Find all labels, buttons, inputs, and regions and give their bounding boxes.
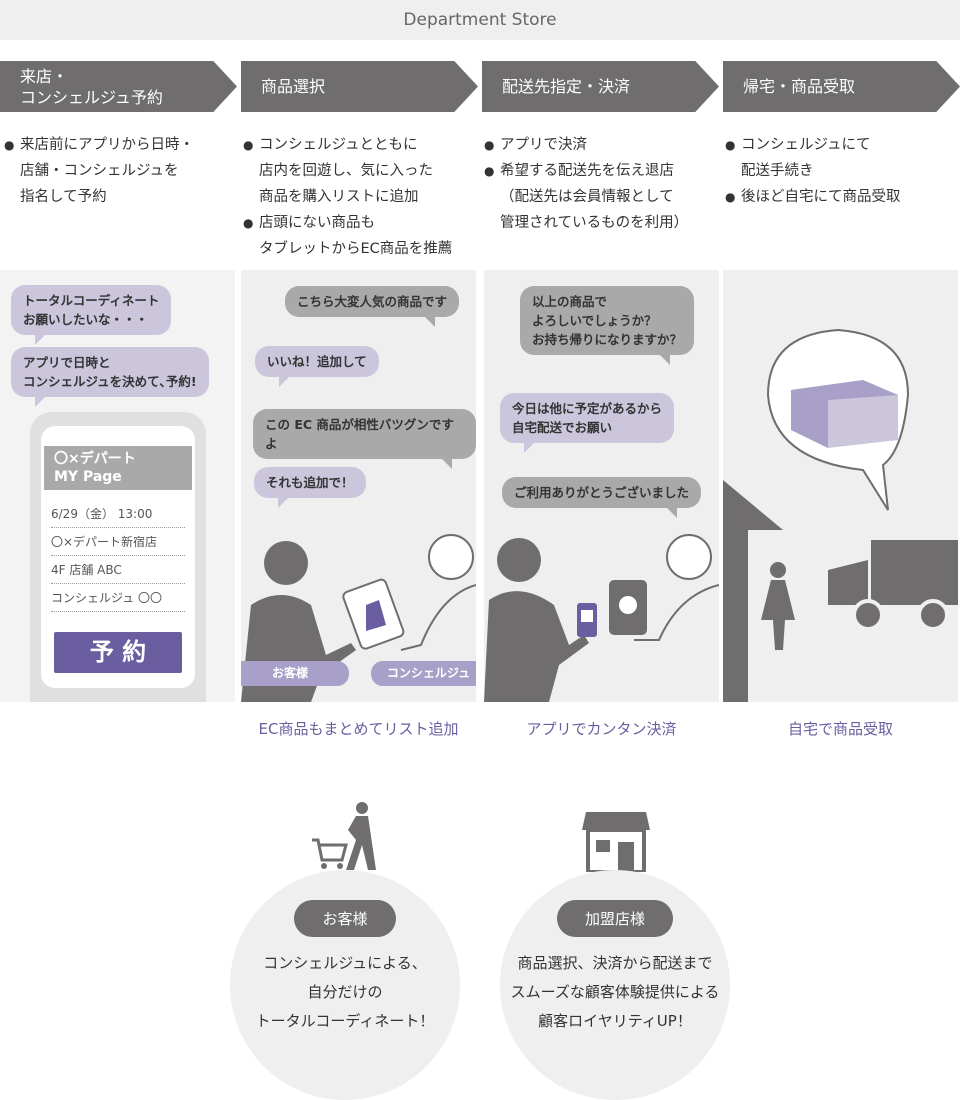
bullet-cont: 指名して予約 (20, 189, 107, 205)
bullet: 店頭にない商品も (243, 210, 452, 236)
speech-bubble: それも追加で！ (254, 467, 366, 508)
step-title: 帰宅・商品受取 (743, 77, 856, 96)
page-header: Department Store (0, 0, 960, 40)
step-delivery-payment: 配送先指定・決済 (482, 61, 719, 112)
speech-bubble: いいね！追加して (255, 346, 379, 387)
phone-illustration: 〇×デパート MY Page 6/29（金） 13:00 〇×デパート新宿店 4… (30, 412, 206, 702)
bullet-cont: （配送先は会員情報として (500, 189, 674, 205)
reserve-button[interactable]: 予 約 (54, 632, 182, 673)
bullet: 来店前にアプリから日時・ (4, 132, 194, 158)
reservation-shop: 4F 店舗 ABC (51, 556, 185, 584)
step-1-bullets: 来店前にアプリから日時・ 店舗・コンシェルジュを 指名して予約 (4, 132, 194, 210)
bullet-cont: 配送手続き (741, 163, 814, 179)
concierge-tag: コンシェルジュ (371, 661, 476, 686)
app-title: 〇×デパート MY Page (44, 446, 192, 490)
benefit-text: スムーズな顧客体験提供による (510, 983, 720, 1001)
storefront-icon (582, 812, 650, 872)
bullet-cont: 管理されているものを利用） (500, 215, 689, 231)
reservation-date: 6/29（金） 13:00 (51, 500, 185, 528)
speech-bubble: この EC 商品が相性バツグンですよ (253, 409, 476, 469)
panel-payment: 以上の商品で よろしいでしょうか？ お持ち帰りになりますか？ 今日は他に予定があ… (484, 270, 719, 702)
step-title: 来店・ コンシェルジュ予約 (20, 66, 163, 107)
benefit-text: 顧客ロイヤリティUP！ (538, 1012, 692, 1030)
bullet: 後ほど自宅にて商品受取 (725, 184, 901, 210)
benefit-label: 加盟店様 (556, 900, 673, 937)
caption-home-receive: 自宅で商品受取 (787, 720, 893, 738)
reservation-store: 〇×デパート新宿店 (51, 528, 185, 556)
benefit-text: コンシェルジュによる、 (263, 954, 427, 972)
bullet: 希望する配送先を伝え退店 (484, 158, 688, 184)
phone-screen: 〇×デパート MY Page 6/29（金） 13:00 〇×デパート新宿店 4… (41, 426, 195, 688)
speech-bubble: 今日は他に予定があるから 自宅配送でお願い (500, 393, 675, 453)
bullet: アプリで決済 (484, 132, 688, 158)
step-3-bullets: アプリで決済 希望する配送先を伝え退店 （配送先は会員情報として 管理されている… (484, 132, 688, 236)
speech-bubble: トータルコーディネート お願いしたいな・・・ (11, 285, 172, 345)
bullet: コンシェルジュとともに (243, 132, 452, 158)
benefit-text: トータルコーディネート！ (255, 1012, 435, 1030)
step-4-bullets: コンシェルジュにて 配送手続き 後ほど自宅にて商品受取 (725, 132, 901, 210)
benefit-text: 商品選択、決済から配送まで (517, 954, 713, 972)
step-title: 商品選択 (261, 77, 326, 96)
speech-bubble: ご利用ありがとうございました (502, 477, 702, 518)
step-product-selection: 商品選択 (241, 61, 478, 112)
caption-app-payment: アプリでカンタン決済 (526, 720, 677, 738)
benefit-customer: お客様 コンシェルジュによる、 自分だけの トータルコーディネート！ (230, 870, 460, 1100)
truck-icon (871, 540, 958, 605)
bullet-cont: タブレットからEC商品を推薦 (259, 241, 453, 257)
step-2-bullets: コンシェルジュとともに 店内を回遊し、気に入った 商品を購入リストに追加 店頭に… (243, 132, 452, 262)
person-icon (761, 580, 795, 650)
house-icon (723, 480, 783, 702)
home-delivery-illustration (723, 328, 958, 702)
shopping-cart-person-icon (312, 802, 376, 870)
panel-home-delivery (723, 270, 958, 702)
bullet-cont: 店舗・コンシェルジュを (20, 163, 179, 179)
caption-ec-list: EC商品もまとめてリスト追加 (258, 720, 459, 738)
benefit-merchant: 加盟店様 商品選択、決済から配送まで スムーズな顧客体験提供による 顧客ロイヤリ… (500, 870, 730, 1100)
step-receive: 帰宅・商品受取 (723, 61, 960, 112)
speech-bubble: 以上の商品で よろしいでしょうか？ お持ち帰りになりますか？ (520, 286, 695, 365)
step-reservation: 来店・ コンシェルジュ予約 (0, 61, 237, 112)
panel-product-selection: こちら大変人気の商品です いいね！追加して この EC 商品が相性バツグンですよ… (241, 270, 476, 702)
bullet: コンシェルジュにて (725, 132, 901, 158)
bullet-cont: 商品を購入リストに追加 (259, 189, 419, 205)
step-title: 配送先指定・決済 (502, 77, 631, 96)
speech-bubble: アプリで日時と コンシェルジュを決めて､予約! (11, 347, 209, 407)
panel-reservation: トータルコーディネート お願いしたいな・・・ アプリで日時と コンシェルジュを決… (0, 270, 235, 702)
reservation-concierge: コンシェルジュ 〇〇 (51, 584, 185, 612)
bullet-cont: 店内を回遊し、気に入った (259, 163, 433, 179)
benefit-text: 自分だけの (307, 983, 383, 1001)
speech-bubble: こちら大変人気の商品です (285, 286, 460, 327)
benefit-label: お客様 (294, 900, 396, 937)
payment-illustration (484, 534, 719, 702)
customer-tag: お客様 (241, 661, 349, 686)
